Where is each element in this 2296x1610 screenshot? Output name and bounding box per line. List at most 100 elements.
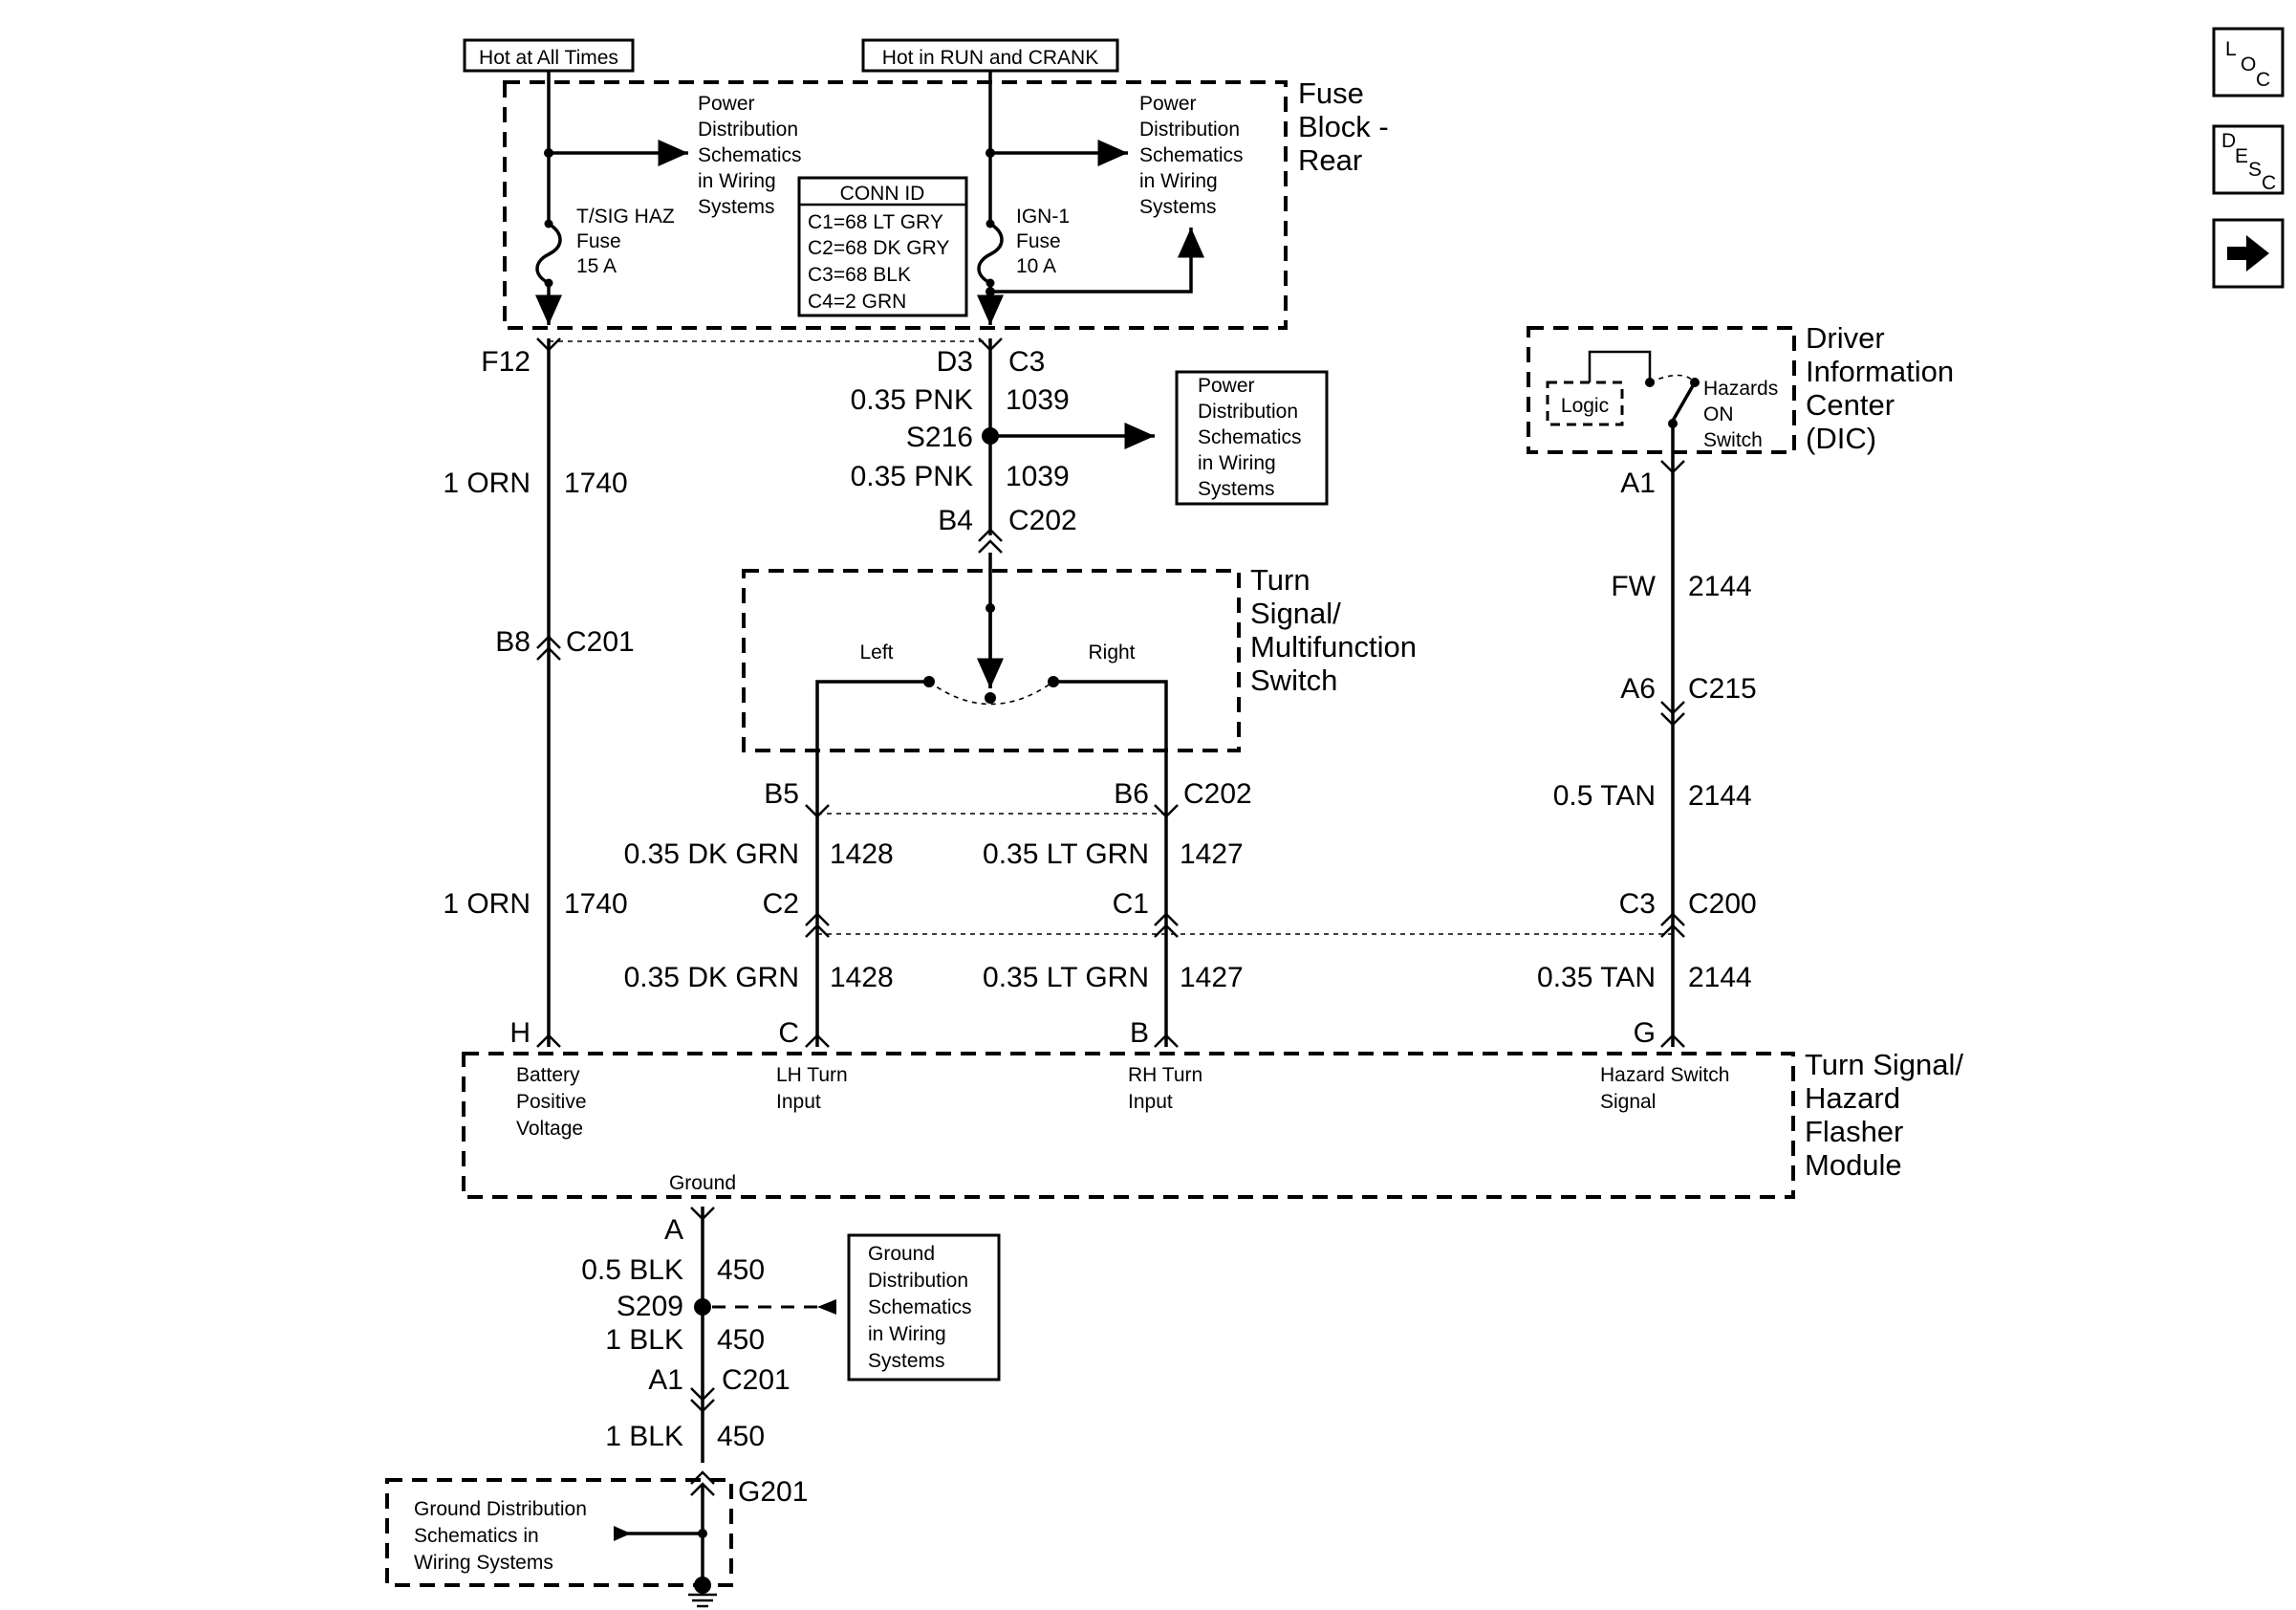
svg-text:Turn Signal/ Multi: Turn Signal/ Multifunction Switch: [1250, 563, 1425, 697]
svg-text:CONN ID: CONN ID: [840, 183, 925, 205]
svg-text:C1=68 LT GRY C2=68 DK: C1=68 LT GRY C2=68 DK GRY C3=68 BLK C4=2…: [808, 211, 955, 313]
wire-size-label: 0.5 TAN: [1553, 780, 1656, 812]
wire-size-label: 0.35 DK GRN: [624, 838, 799, 870]
b8-label: B8: [495, 626, 531, 658]
svg-text:Driver Information: Driver Information Center (DIC): [1806, 321, 1962, 455]
pin-g-label: G: [1634, 1017, 1656, 1049]
b4-label: B4: [938, 505, 973, 536]
wire-1427: [1154, 803, 1179, 1047]
wire-450: [614, 1207, 836, 1608]
circuit-number-label: 2144: [1688, 780, 1752, 812]
pin-h-label: H: [509, 1017, 531, 1049]
pds-s216-ref: Power Distribution Schematics in Wiring …: [1175, 370, 1329, 506]
rh-turn-input-label: RH Turn Input: [1128, 1064, 1208, 1113]
c200-label: C200: [1688, 888, 1757, 920]
ground-dist-g201-ref: Ground Distribution Schematics in Wiring…: [385, 1478, 733, 1587]
pin-c-label: C: [778, 1017, 799, 1049]
pds-left-ref: Power Distribution Schematics in Wiring …: [698, 93, 807, 218]
lh-turn-input-label: LH Turn Input: [776, 1064, 854, 1113]
desc-button[interactable]: D E S C: [2212, 124, 2285, 195]
circuit-number-label: 1427: [1180, 962, 1244, 993]
svg-text:Hot at All Times: Hot at All Times: [479, 47, 618, 69]
svg-text:Ground Distribution: Ground Distribution Schematics in Wiring…: [868, 1243, 977, 1372]
c2-label: C2: [763, 888, 799, 920]
svg-text:D: D: [2221, 130, 2236, 152]
hazard-switch-signal-label: Hazard Switch Signal: [1600, 1064, 1735, 1113]
fuse-block-rear: Fuse Block - Rear Power Distribution Sch…: [503, 71, 1389, 330]
circuit-number-label: 450: [717, 1421, 765, 1452]
wire-size-label: 0.35 PNK: [851, 384, 973, 416]
c3-label: C3: [1008, 346, 1045, 378]
t-sig-haz-fuse-icon: [535, 222, 562, 285]
next-button[interactable]: [2212, 218, 2285, 289]
turn-signal-hazard-flasher-module: Turn Signal/ Hazard Flasher Module Batte…: [462, 1033, 1972, 1199]
wire-size-label: 1 ORN: [443, 468, 531, 499]
circuit-number-label: 2144: [1688, 571, 1752, 602]
circuit-number-label: 450: [717, 1324, 765, 1356]
circuit-number-label: 1428: [830, 838, 894, 870]
hot-in-run-crank-label: Hot in RUN and CRANK: [861, 38, 1119, 73]
t-sig-haz-fuse-label: T/SIG HAZ Fuse 15 A: [576, 206, 681, 277]
ign1-fuse-icon: [977, 222, 1004, 285]
ground-dist-s209-ref: Ground Distribution Schematics in Wiring…: [847, 1233, 1001, 1382]
loc-button[interactable]: L O C: [2212, 27, 2285, 98]
svg-text:Logic: Logic: [1561, 395, 1609, 417]
wire-size-label: 1 ORN: [443, 888, 531, 920]
hazards-switch-icon: [1671, 381, 1697, 422]
c1-label: C1: [1113, 888, 1149, 920]
s216-label: S216: [906, 422, 973, 453]
wire-size-label: 1 BLK: [605, 1421, 683, 1452]
circuit-number-label: 450: [717, 1254, 765, 1286]
wire-1428: [805, 803, 830, 1047]
c201-label: C201: [566, 626, 635, 658]
wire-size-label: 0.35 PNK: [851, 461, 973, 492]
svg-text:Ground: Ground: [669, 1172, 736, 1194]
circuit-number-label: 1427: [1180, 838, 1244, 870]
svg-text:Hot in RUN and CRANK: Hot in RUN and CRANK: [882, 47, 1098, 69]
c215-label: C215: [1688, 673, 1757, 705]
svg-text:O: O: [2241, 54, 2256, 76]
circuit-number-label: 1428: [830, 962, 894, 993]
wire-size-label: 0.35 LT GRN: [983, 838, 1149, 870]
wire-size-label: 0.5 BLK: [581, 1254, 683, 1286]
svg-text:Power Distribution: Power Distribution Schematics in Wiring …: [1198, 375, 1307, 500]
driver-information-center: Driver Information Center (DIC) Logic Ha…: [1527, 321, 1962, 464]
circuit-number-label: 2144: [1688, 962, 1752, 993]
svg-text:C: C: [2262, 172, 2276, 194]
svg-text:L: L: [2225, 38, 2237, 60]
pin-a-label: A: [664, 1214, 683, 1246]
hot-at-all-times-label: Hot at All Times: [463, 38, 635, 73]
wire-size-label: 0.35 DK GRN: [624, 962, 799, 993]
b6-label: B6: [1114, 778, 1149, 810]
svg-text:Ground Distribution Sche: Ground Distribution Schematics in Wiring…: [414, 1498, 593, 1574]
c202-label: C202: [1008, 505, 1077, 536]
fw-label: FW: [1611, 571, 1656, 602]
a1-label: A1: [1620, 468, 1656, 499]
svg-text:Turn Signal/ Hazard: Turn Signal/ Hazard Flasher Module: [1805, 1048, 1972, 1182]
switch-arm-icon: [928, 681, 1054, 706]
arrow-right-icon: [2227, 235, 2269, 272]
wire-1740: [536, 337, 561, 1047]
c202-label: C202: [1183, 778, 1252, 810]
battery-positive-voltage-label: Battery Positive Voltage: [516, 1064, 592, 1140]
wire-size-label: 0.35 LT GRN: [983, 962, 1149, 993]
hazards-on-switch-label: Hazards ON Switch: [1703, 378, 1784, 451]
svg-text:Left: Left: [859, 642, 893, 664]
turn-signal-multifunction-switch: Turn Signal/ Multifunction Switch Left R…: [742, 563, 1425, 803]
circuit-number-label: 1740: [564, 888, 628, 920]
f12-label: F12: [481, 346, 531, 378]
a6-label: A6: [1620, 673, 1656, 705]
s209-label: S209: [617, 1291, 683, 1322]
svg-text:E: E: [2235, 145, 2248, 167]
pin-b-label: B: [1130, 1017, 1149, 1049]
d3-label: D3: [937, 346, 973, 378]
pds-right-ref: Power Distribution Schematics in Wiring …: [1139, 93, 1248, 218]
c3-label: C3: [1619, 888, 1656, 920]
svg-text:C: C: [2256, 69, 2270, 91]
circuit-number-label: 1039: [1006, 384, 1070, 416]
svg-text:S: S: [2248, 159, 2262, 181]
circuit-number-label: 1740: [564, 468, 628, 499]
logic-block: [1546, 381, 1624, 426]
a1-label: A1: [648, 1364, 683, 1396]
b5-label: B5: [764, 778, 799, 810]
